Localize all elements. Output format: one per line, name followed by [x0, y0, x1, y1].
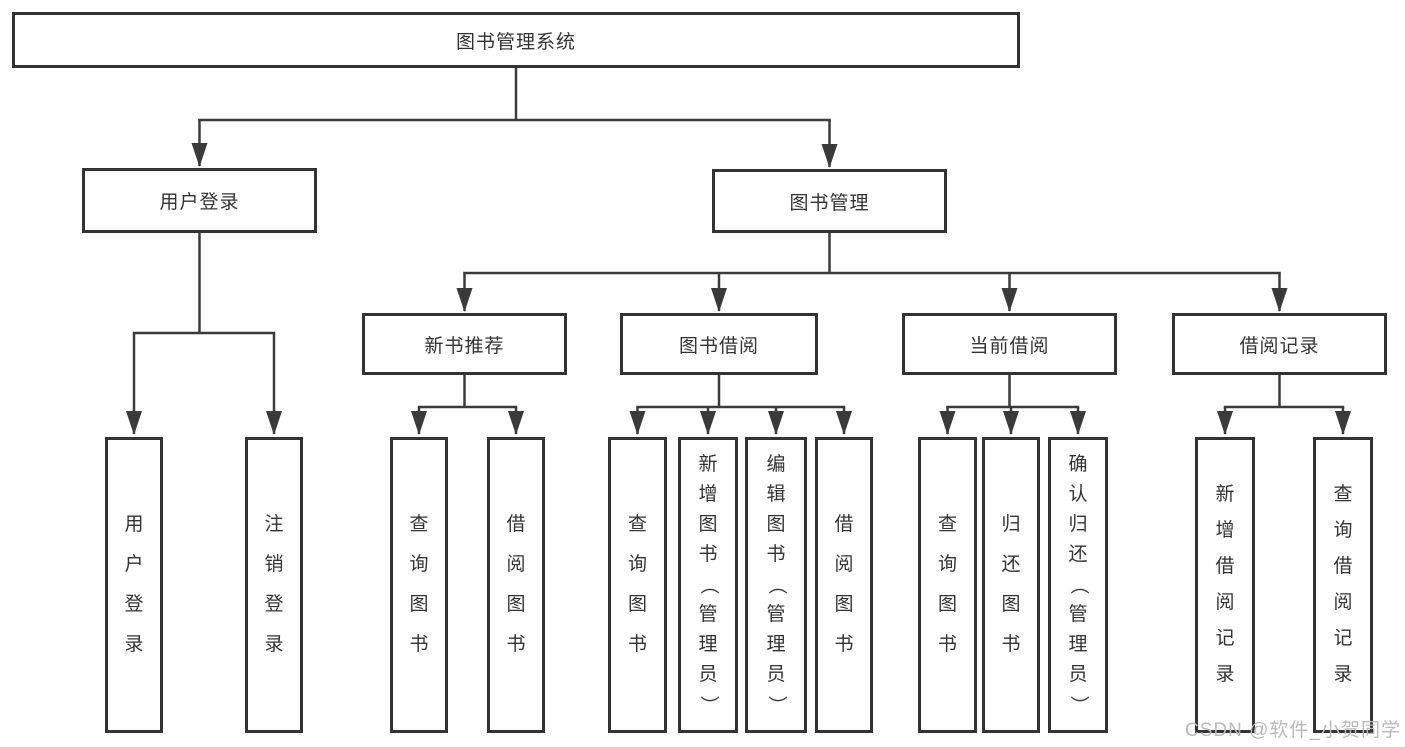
watermark: CSDN @软件_小贺同学 — [1185, 720, 1401, 741]
node-current-borrow: 当前借阅 — [902, 313, 1117, 375]
node-borrow-records: 借阅记录 — [1172, 313, 1387, 375]
leaf-user-login: 用户登录 — [105, 437, 163, 733]
connector-borrow-records-branch — [1217, 375, 1351, 435]
connector-book-mgmt-branch — [456, 233, 1288, 312]
node-new-book-rec-label: 新书推荐 — [424, 335, 505, 357]
node-book-borrow: 图书借阅 — [620, 313, 818, 375]
node-root: 图书管理系统 — [12, 12, 1020, 68]
leaf-rec-borrow-books: 借阅图书 — [487, 437, 545, 733]
node-book-borrow-label: 图书借阅 — [678, 335, 759, 357]
leaf-borrow-edit-books-admin: 编辑图书（管理员） — [745, 437, 807, 733]
connector-user-login-branch — [126, 233, 282, 435]
leaf-current-confirm-return-admin: 确认归还（管理员） — [1048, 437, 1108, 733]
leaf-current-query-books: 查询图书 — [918, 437, 977, 733]
connector-new-book-branch — [411, 375, 524, 435]
connector-book-borrow-branch — [629, 375, 852, 435]
node-root-label: 图书管理系统 — [455, 31, 576, 53]
leaf-records-add-record: 新增借阅记录 — [1195, 437, 1255, 733]
connector-root-to-level2 — [191, 68, 838, 168]
node-current-borrow-label: 当前借阅 — [969, 335, 1050, 357]
leaf-borrow-add-books-admin: 新增图书（管理员） — [678, 437, 738, 733]
connector-current-borrow-branch — [939, 375, 1086, 435]
leaf-records-query-record: 查询借阅记录 — [1313, 437, 1373, 733]
node-user-login-label: 用户登录 — [159, 192, 240, 213]
leaf-logout: 注销登录 — [245, 437, 303, 733]
node-new-book-rec: 新书推荐 — [362, 313, 567, 375]
leaf-rec-query-books: 查询图书 — [390, 437, 448, 733]
leaf-current-return-books: 归还图书 — [982, 437, 1040, 733]
node-book-mgmt-label: 图书管理 — [789, 192, 870, 214]
node-borrow-records-label: 借阅记录 — [1239, 335, 1320, 357]
node-book-mgmt: 图书管理 — [712, 169, 947, 233]
node-user-login: 用户登录 — [82, 168, 317, 233]
leaf-borrow-query-books: 查询图书 — [608, 437, 667, 733]
leaf-borrow-borrow-books: 借阅图书 — [815, 437, 873, 733]
